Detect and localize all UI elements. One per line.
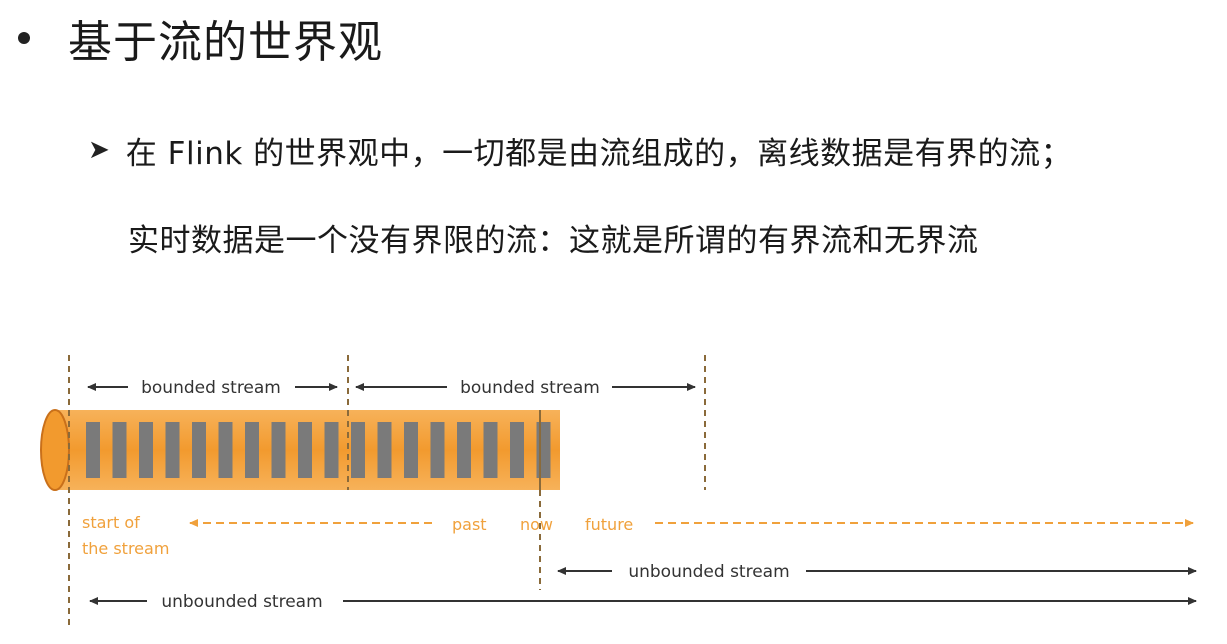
- stream-tube: [41, 406, 1180, 496]
- unbounded-stream-start-label: unbounded stream: [161, 592, 322, 612]
- stream-slot: [378, 422, 392, 478]
- the-stream-label: the stream: [82, 539, 169, 558]
- unbounded-stream-start: unbounded stream: [90, 592, 1196, 612]
- start-of-label: start of: [82, 513, 140, 532]
- stream-fade: [560, 406, 1180, 496]
- slide-heading: 基于流的世界观: [68, 6, 383, 70]
- stream-slot: [351, 422, 365, 478]
- point-line-1: 在 Flink 的世界观中，一切都是由流组成的，离线数据是有界的流；: [126, 128, 1072, 173]
- now-label: now: [520, 515, 553, 534]
- stream-slot: [404, 422, 418, 478]
- bullet-icon: [18, 32, 30, 44]
- unbounded-stream-now-label: unbounded stream: [628, 562, 789, 582]
- stream-slot: [139, 422, 153, 478]
- point-line-1-row: ➤ 在 Flink 的世界观中，一切都是由流组成的，离线数据是有界的流；: [88, 128, 1072, 172]
- stream-slot: [86, 422, 100, 478]
- stream-slot: [510, 422, 524, 478]
- stream-slot: [245, 422, 259, 478]
- stream-slot: [484, 422, 498, 478]
- stream-slot: [325, 422, 339, 478]
- bounded-stream-1: bounded stream: [88, 378, 337, 398]
- heading-row: 基于流的世界观: [18, 6, 383, 70]
- point-line-2: 实时数据是一个没有界限的流：这就是所谓的有界流和无界流: [128, 215, 979, 260]
- stream-slot: [219, 422, 233, 478]
- bounded-stream-1-label: bounded stream: [141, 378, 281, 398]
- stream-diagram: bounded stream bounded stream start of t…: [0, 340, 1227, 644]
- stream-slot: [272, 422, 286, 478]
- stream-slot: [113, 422, 127, 478]
- stream-slot: [192, 422, 206, 478]
- unbounded-stream-now: unbounded stream: [558, 562, 1196, 582]
- future-label: future: [585, 515, 633, 534]
- stream-slot: [166, 422, 180, 478]
- bounded-stream-2-label: bounded stream: [460, 378, 600, 398]
- stream-slot: [431, 422, 445, 478]
- past-label: past: [452, 515, 487, 534]
- bounded-stream-2: bounded stream: [356, 378, 695, 398]
- stream-slot: [457, 422, 471, 478]
- stream-slot: [298, 422, 312, 478]
- stream-slot: [537, 422, 551, 478]
- arrow-bullet-icon: ➤: [88, 135, 110, 165]
